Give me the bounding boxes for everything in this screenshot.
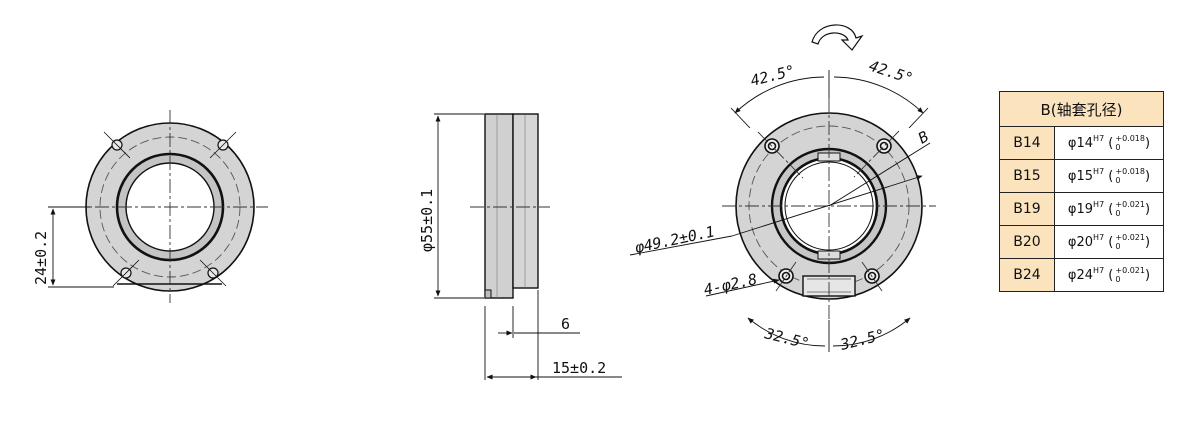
- bore-code: B15: [999, 159, 1055, 193]
- bore-table-header: B(轴套孔径): [999, 91, 1164, 127]
- angle-bottom-left: 32.5°: [762, 324, 811, 353]
- angle-top-left: 42.5°: [749, 61, 797, 89]
- angle-top-right: 42.5°: [867, 57, 916, 88]
- bore-code: B14: [999, 126, 1055, 160]
- angle-bottom-right: 32.5°: [838, 325, 887, 354]
- bore-label-b: B: [915, 127, 932, 147]
- front-view: 24±0.2: [32, 110, 268, 303]
- side-diameter-dim: φ55±0.1: [418, 189, 436, 252]
- bore-code: B19: [999, 192, 1055, 226]
- bore-code: B24: [999, 258, 1055, 292]
- rear-pcd-dim: φ49.2±0.1: [633, 222, 716, 257]
- side-thickness-dim: 6: [561, 315, 570, 333]
- side-length-dim: 15±0.2: [552, 359, 606, 377]
- bore-code: B20: [999, 225, 1055, 259]
- side-view: φ55±0.1 6 15±0.2: [418, 113, 622, 380]
- curved-arrow-icon: [811, 24, 864, 51]
- rear-view: B φ49.2±0.1 4-φ2.8 42.5° 42.5° 32.5° 32.…: [629, 24, 936, 354]
- front-offset-dim: 24±0.2: [32, 231, 50, 285]
- rear-holes-dim: 4-φ2.8: [702, 270, 759, 299]
